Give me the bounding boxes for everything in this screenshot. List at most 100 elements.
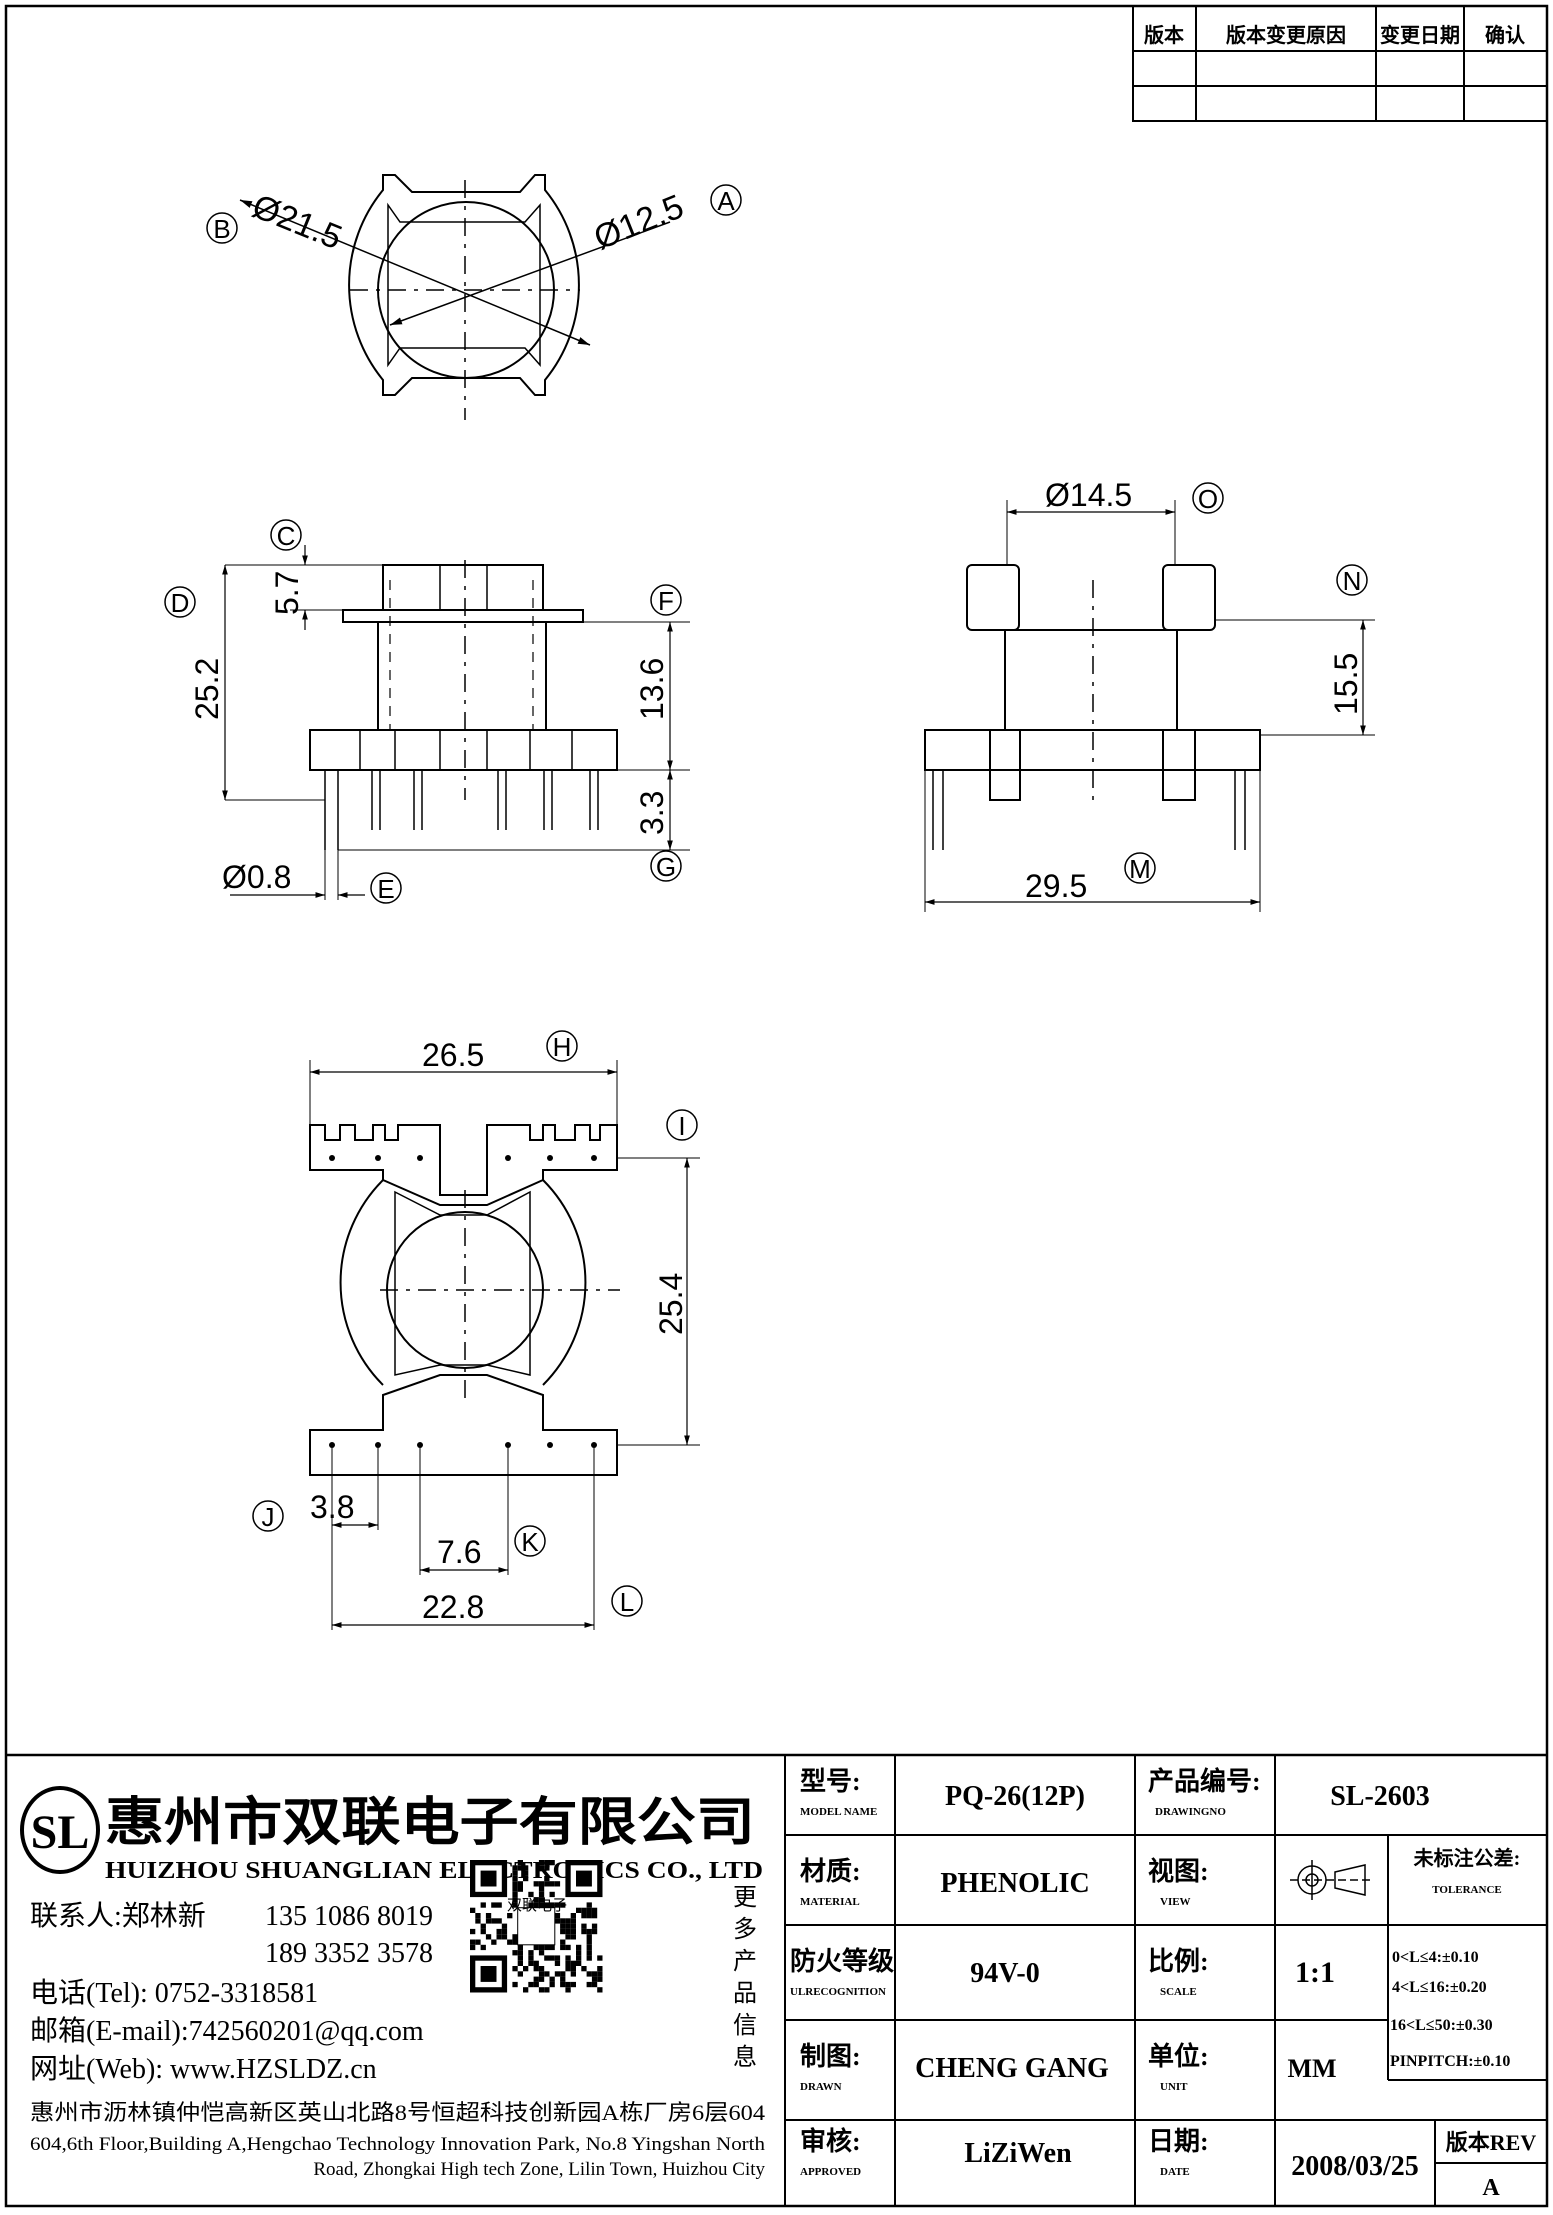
logo-text: SL <box>31 1806 90 1859</box>
label-scale: 比例: <box>1148 1947 1209 1976</box>
tolerance-4: PINPITCH:±0.10 <box>1390 2053 1510 2070</box>
side-view <box>924 500 1375 912</box>
dim-d14-5: Ø14.5 <box>1045 477 1132 513</box>
address-en-1: 604,6th Floor,Building A,Hengchao Techno… <box>30 2134 766 2155</box>
tolerance-2: 4<L≤16:±0.20 <box>1392 1979 1487 1996</box>
qr-code <box>470 1860 603 1993</box>
marker-H: H <box>553 1032 572 1062</box>
marker-J: J <box>262 1502 275 1532</box>
label-rev: 版本REV <box>1446 2130 1537 2155</box>
marker-K: K <box>521 1527 539 1557</box>
marker-C: C <box>277 521 296 551</box>
value-model: PQ-26(12P) <box>945 1781 1085 1812</box>
front-view <box>222 545 690 900</box>
svg-text:多: 多 <box>733 1916 757 1943</box>
dim-3-3: 3.3 <box>634 791 670 835</box>
contact-person: 联系人:郑林新 <box>30 1900 206 1932</box>
svg-text:更: 更 <box>733 1885 757 1911</box>
label-drawn: 制图: <box>800 2042 861 2071</box>
marker-A: A <box>717 186 735 216</box>
value-approved: LiZiWen <box>964 2138 1072 2169</box>
rev-header-date: 变更日期 <box>1380 23 1460 47</box>
label-approved: 审核: <box>800 2126 861 2156</box>
contact-tel: 电话(Tel): 0752-3318581 <box>30 1977 318 2009</box>
label-unit-en: UNIT <box>1160 2081 1188 2093</box>
marker-D: D <box>171 588 190 618</box>
address-cn: 惠州市沥林镇仲恺高新区英山北路8号恒超科技创新园A栋厂房6层604 <box>30 2100 765 2125</box>
label-model: 型号: <box>800 1767 861 1796</box>
contact-web: 网址(Web): www.HZSLDZ.cn <box>30 2053 377 2085</box>
label-material: 材质: <box>800 1857 861 1886</box>
top-view <box>239 174 671 420</box>
value-unit: MM <box>1287 2054 1336 2083</box>
marker-B: B <box>213 214 230 244</box>
dim-25-4: 25.4 <box>653 1273 689 1335</box>
qr-center-label: 双联电子 <box>507 1897 567 1914</box>
dim-d12-5: Ø12.5 <box>589 187 689 257</box>
value-date: 2008/03/25 <box>1291 2151 1419 2182</box>
dim-d21-5: Ø21.5 <box>247 187 347 257</box>
svg-text:产: 产 <box>733 1948 757 1975</box>
marker-G: G <box>656 852 676 882</box>
tolerance-3: 16<L≤50:±0.30 <box>1390 2017 1493 2034</box>
revision-table <box>1132 5 1548 122</box>
rev-header-reason: 版本变更原因 <box>1226 23 1346 47</box>
dim-5-7: 5.7 <box>269 571 305 615</box>
marker-E: E <box>377 874 394 904</box>
label-approved-en: APPROVED <box>800 2166 861 2178</box>
marker-F: F <box>658 586 674 616</box>
label-date-en: DATE <box>1160 2166 1190 2178</box>
marker-L: L <box>620 1587 634 1617</box>
label-date: 日期: <box>1148 2127 1209 2156</box>
dim-13-6: 13.6 <box>634 658 670 720</box>
marker-M: M <box>1129 854 1151 884</box>
marker-O: O <box>1198 484 1218 514</box>
qr-side-text: 更 多 产 品 信 息 <box>733 1885 757 2071</box>
label-model-en: MODEL NAME <box>800 1806 877 1818</box>
label-drawing: 产品编号: <box>1148 1766 1261 1796</box>
dim-d0-8: Ø0.8 <box>222 859 291 895</box>
value-flame: 94V-0 <box>970 1958 1039 1989</box>
label-scale-en: SCALE <box>1160 1986 1197 1998</box>
value-rev: A <box>1482 2175 1500 2201</box>
label-tolerance-en: TOLERANCE <box>1432 1884 1501 1896</box>
tolerance-1: 0<L≤4:±0.10 <box>1392 1949 1479 1966</box>
label-unit: 单位: <box>1148 2041 1209 2071</box>
dim-3-8: 3.8 <box>310 1489 354 1525</box>
rev-header-version: 版本 <box>1144 23 1184 47</box>
value-drawn: CHENG GANG <box>915 2053 1109 2084</box>
marker-N: N <box>1343 566 1362 596</box>
dim-29-5: 29.5 <box>1025 868 1087 904</box>
contact-phone-2: 189 3352 3578 <box>265 1938 433 1969</box>
label-drawn-en: DRAWN <box>800 2081 842 2093</box>
bottom-view <box>309 1060 700 1630</box>
label-flame: 防火等级 <box>790 1946 894 1976</box>
svg-text:信: 信 <box>733 2012 757 2039</box>
label-view: 视图: <box>1148 1857 1209 1886</box>
label-view-en: VIEW <box>1160 1896 1191 1908</box>
marker-I: I <box>678 1111 685 1141</box>
value-material: PHENOLIC <box>940 1868 1089 1899</box>
svg-text:息: 息 <box>733 2044 757 2071</box>
label-tolerance: 未标注公差: <box>1414 1846 1521 1870</box>
company-name-cn: 惠州市双联电子有限公司 <box>105 1794 755 1852</box>
dim-25-2: 25.2 <box>189 658 225 720</box>
value-scale: 1:1 <box>1295 1956 1335 1989</box>
contact-email: 邮箱(E-mail):742560201@qq.com <box>30 2015 424 2047</box>
contact-phone-1: 135 1086 8019 <box>265 1901 433 1932</box>
dim-15-5: 15.5 <box>1328 653 1364 715</box>
svg-text:品: 品 <box>733 1981 757 2007</box>
label-drawing-en: DRAWINGNO <box>1155 1806 1226 1818</box>
company-name-en: HUIZHOU SHUANGLIAN ELECTRONICS CO., LTD <box>105 1858 763 1884</box>
rev-header-confirm: 确认 <box>1485 23 1526 47</box>
value-drawing: SL-2603 <box>1330 1781 1430 1812</box>
label-flame-en: ULRECOGNITION <box>790 1986 886 1998</box>
dim-26-5: 26.5 <box>422 1037 484 1073</box>
dim-7-6: 7.6 <box>437 1534 481 1570</box>
company-logo: SL <box>20 1786 100 1874</box>
projection-symbol <box>1290 1860 1372 1900</box>
dim-22-8: 22.8 <box>422 1589 484 1625</box>
label-material-en: MATERIAL <box>800 1896 860 1908</box>
title-block-grid <box>6 1753 1547 2206</box>
